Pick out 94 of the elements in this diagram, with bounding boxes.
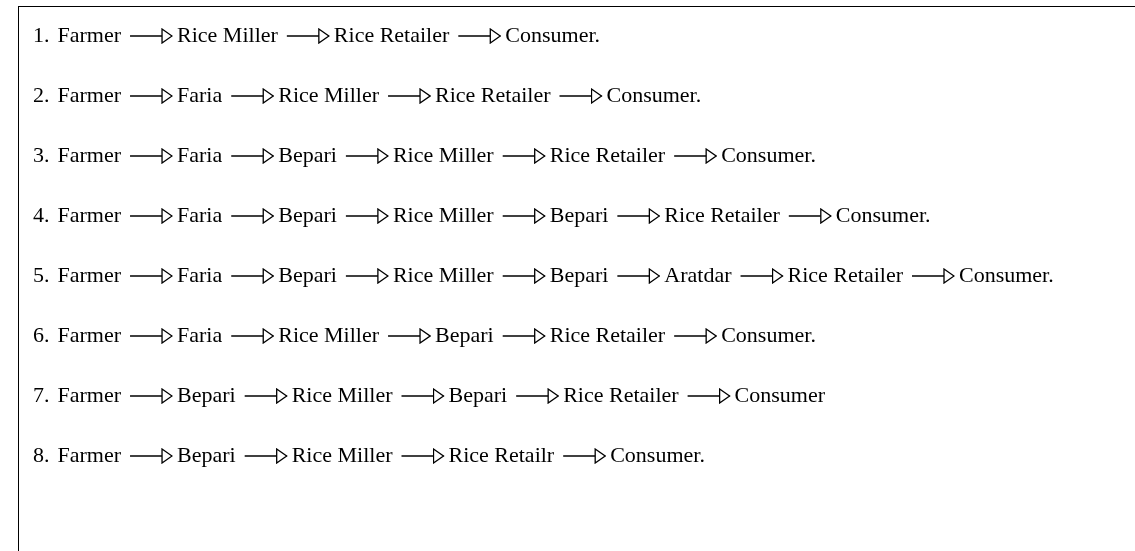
stage-label: Farmer [57, 437, 122, 473]
stage-label: Rice Retailer [787, 257, 903, 293]
list-number: 7. [33, 381, 50, 409]
arrow [387, 88, 431, 104]
stage-label: Rice Retailr [448, 437, 555, 473]
stage-label: Bepari [448, 377, 508, 413]
arrow [501, 268, 546, 284]
arrow [286, 28, 330, 44]
stage-label: Bepari [278, 197, 337, 233]
stage-label: Rice Miller [177, 17, 278, 53]
stage-label: Bepari [278, 137, 337, 173]
arrow [562, 448, 606, 464]
stage-label: Consumer. [721, 137, 816, 173]
stage-label: Rice Retailer [664, 197, 780, 233]
stage-label: Farmer [57, 377, 122, 413]
arrow [686, 388, 731, 404]
stage-label: Bepari [549, 197, 609, 233]
arrow [345, 268, 389, 284]
stage-label: Farmer [57, 17, 122, 53]
arrow [129, 268, 173, 284]
arrow [739, 268, 784, 284]
arrow [616, 208, 661, 224]
arrow [673, 328, 717, 344]
stage-label: Rice Retailer [563, 377, 679, 413]
stage-label: Bepari [435, 317, 494, 353]
arrow [387, 328, 431, 344]
list-number: 6. [33, 321, 50, 349]
arrow [129, 148, 173, 164]
stage-label: Bepari [177, 377, 236, 413]
arrow [230, 88, 274, 104]
list-number: 4. [33, 201, 50, 229]
list-number: 3. [33, 141, 50, 169]
list-number: 5. [33, 261, 50, 289]
list-number: 1. [33, 21, 50, 49]
arrow [230, 328, 274, 344]
arrow [129, 28, 173, 44]
stage-label: Farmer [57, 77, 122, 113]
stage-label: Faria [177, 77, 223, 113]
arrow [400, 388, 445, 404]
arrow [129, 88, 173, 104]
arrow [345, 208, 389, 224]
arrow [243, 448, 288, 464]
arrow [230, 268, 274, 284]
stage-label: Farmer [57, 197, 122, 233]
arrow [400, 448, 445, 464]
arrow [129, 448, 173, 464]
arrow [129, 328, 173, 344]
stage-label: Farmer [57, 137, 122, 173]
arrow [129, 208, 173, 224]
stage-label: Rice Miller [278, 77, 380, 113]
stage-label: Consumer. [606, 77, 702, 113]
stage-label: Bepari [177, 437, 236, 473]
stage-label: Rice Miller [291, 377, 393, 413]
arrow [129, 388, 173, 404]
stage-label: Rice Retailer [549, 137, 666, 173]
stage-label: Aratdar [664, 257, 732, 293]
stage-label: Rice Miller [392, 137, 494, 173]
stage-label: Faria [177, 197, 223, 233]
stage-label: Bepari [549, 257, 609, 293]
list-number: 2. [33, 81, 50, 109]
stage-label: Rice Miller [278, 317, 380, 353]
stage-label: Rice Retailer [435, 77, 551, 113]
stage-label: Rice Miller [392, 257, 494, 293]
stage-label: Rice Retailer [549, 317, 666, 353]
arrow [911, 268, 955, 284]
stage-label: Consumer. [959, 257, 1054, 293]
stage-label: Faria [177, 257, 223, 293]
stage-label: Farmer [57, 317, 122, 353]
stage-label: Farmer [57, 257, 122, 293]
arrow [558, 88, 603, 104]
arrow [673, 148, 717, 164]
arrow [501, 208, 546, 224]
stage-label: Bepari [278, 257, 337, 293]
arrow [616, 268, 661, 284]
stage-label: Rice Retailer [333, 17, 450, 53]
stage-label: Consumer. [721, 317, 816, 353]
arrow [501, 148, 546, 164]
stage-label: Rice Miller [291, 437, 393, 473]
arrow [501, 328, 546, 344]
arrow [230, 208, 274, 224]
stage-label: Consumer. [610, 437, 705, 473]
arrow [230, 148, 274, 164]
stage-label: Faria [177, 317, 223, 353]
stage-label: Rice Miller [392, 197, 494, 233]
arrow [788, 208, 832, 224]
arrow [345, 148, 389, 164]
list-number: 8. [33, 441, 50, 469]
stage-label: Consumer [734, 377, 826, 413]
arrow [457, 28, 502, 44]
arrow [515, 388, 559, 404]
stage-label: Consumer. [835, 197, 931, 233]
stage-label: Consumer. [505, 17, 601, 53]
arrow [243, 388, 288, 404]
stage-label: Faria [177, 137, 223, 173]
